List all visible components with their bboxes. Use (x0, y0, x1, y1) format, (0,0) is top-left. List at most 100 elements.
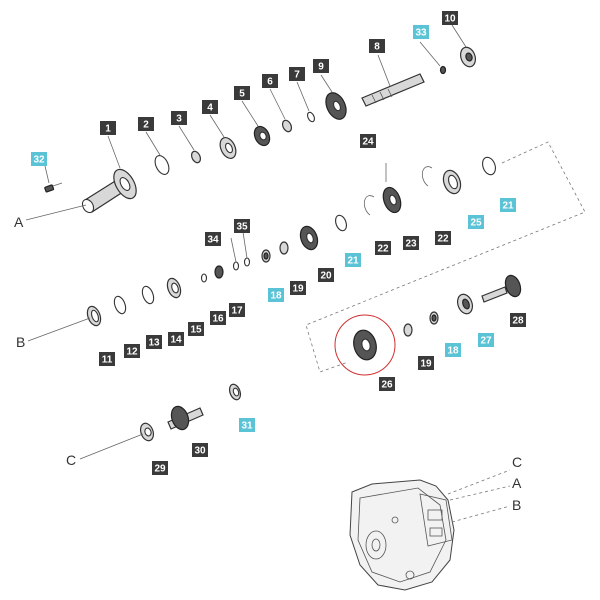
callout-box (205, 232, 221, 246)
callout-c11: 11 (99, 352, 115, 366)
callout-box (468, 215, 484, 229)
callout-box (369, 39, 385, 53)
callout-c31: 31 (239, 418, 255, 432)
callout-number: 14 (170, 335, 182, 346)
callout-c21b: 21 (345, 253, 361, 267)
part-27-bearing (456, 293, 474, 315)
callout-number: 21 (347, 256, 359, 267)
callout-box (345, 253, 361, 267)
callout-c21a: 21 (500, 198, 516, 212)
letter-a-left: A (14, 214, 24, 230)
callout-c3: 3 (171, 111, 187, 125)
highlight-circle (334, 314, 396, 376)
callout-number: 23 (405, 239, 417, 250)
callout-box (435, 231, 451, 245)
callout-box (138, 117, 154, 131)
callout-box (510, 313, 526, 327)
part-4-bearing (219, 137, 237, 159)
callout-c27: 27 (478, 333, 494, 347)
part-35-washer (243, 257, 251, 267)
part-9-gear (325, 92, 347, 120)
callout-c9: 9 (313, 59, 329, 73)
part-12-ring (113, 295, 127, 315)
callout-number: 12 (126, 347, 138, 358)
callout-box (318, 268, 334, 282)
callout-number: 25 (470, 218, 482, 229)
part-6-ring (281, 119, 293, 133)
part-22-snap-ring-a (363, 195, 375, 216)
letter-c-right: C (512, 454, 522, 470)
part-11-seal (86, 305, 102, 327)
part-20-gear (299, 225, 319, 251)
callout-number: 16 (212, 314, 224, 325)
housing-dash-c (447, 469, 511, 495)
part-2-ring (154, 155, 170, 175)
callout-c4: 4 (202, 100, 218, 114)
callout-c26: 26 (379, 377, 395, 391)
part-8-shaft (361, 73, 425, 107)
callout-number: 18 (447, 346, 459, 357)
part-7-ring (307, 111, 315, 123)
callout-number: 20 (320, 271, 332, 282)
gearbox-housing (349, 479, 455, 591)
callout-number: 24 (362, 137, 374, 148)
callout-number: 15 (190, 325, 202, 336)
callout-box (31, 152, 47, 166)
part-17-bearing (214, 265, 224, 279)
callout-box (290, 281, 306, 295)
callout-c2: 2 (138, 117, 154, 131)
part-10-bearing (459, 46, 477, 68)
callout-box (234, 219, 250, 233)
part-19-sleeve-left (279, 241, 289, 255)
letter-b-left: B (16, 334, 25, 350)
callout-number: 13 (148, 338, 160, 349)
callout-number: 3 (176, 114, 182, 125)
callout-number: 5 (239, 89, 245, 100)
part-21-ring-upper (482, 156, 496, 176)
callout-box (418, 356, 434, 370)
part-1-flanged-sleeve (81, 168, 137, 214)
callout-number: 22 (437, 234, 449, 245)
callout-box (403, 236, 419, 250)
callout-number: 30 (194, 446, 206, 457)
callout-box (360, 134, 376, 148)
callout-c1: 1 (100, 121, 116, 135)
part-19-sleeve-right (403, 323, 413, 337)
callout-box (445, 343, 461, 357)
callout-c18b: 18 (445, 343, 461, 357)
callout-number: 32 (33, 155, 45, 166)
part-29-bearing (139, 422, 155, 442)
callout-number: 19 (292, 284, 304, 295)
callout-box (188, 322, 204, 336)
callout-box (268, 288, 284, 302)
callout-number: 6 (267, 77, 273, 88)
callout-c25: 25 (468, 215, 484, 229)
callout-box (168, 332, 184, 346)
housing-dash-a (449, 485, 511, 501)
callout-box (146, 335, 162, 349)
leader-c-left (79, 433, 144, 460)
callout-c14: 14 (168, 332, 184, 346)
callout-c17: 17 (229, 303, 245, 317)
letter-c-left: C (66, 452, 76, 468)
callout-c19b: 19 (418, 356, 434, 370)
callout-c23: 23 (403, 236, 419, 250)
callout-box (442, 11, 458, 25)
callout-box (192, 443, 208, 457)
callout-box (413, 25, 429, 39)
callout-number: 2 (143, 120, 149, 131)
callout-box (375, 241, 391, 255)
callout-number: 7 (294, 70, 300, 81)
callout-box (100, 121, 116, 135)
callout-c13: 13 (146, 335, 162, 349)
callout-c22b: 22 (435, 231, 451, 245)
dashed-connector-path (305, 141, 586, 373)
callout-c24: 24 (360, 134, 376, 148)
callout-c5: 5 (234, 86, 250, 100)
part-18-bushing-right (429, 311, 439, 325)
callout-leaders (44, 24, 467, 263)
part-23-bearing (382, 186, 402, 214)
callout-box (379, 377, 395, 391)
